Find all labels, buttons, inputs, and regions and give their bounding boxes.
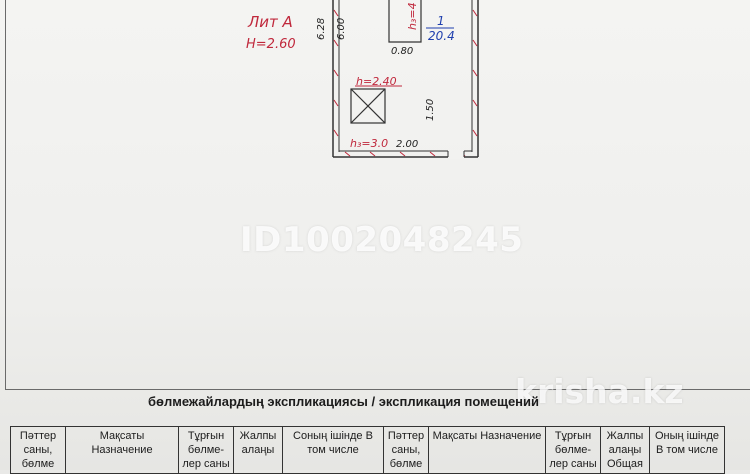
stove-symbol <box>350 88 386 124</box>
height-label: H=2.60 <box>246 37 296 52</box>
header-cell: Пәттер саны, бөлме <box>383 426 429 474</box>
floor-height-label: h₃=3.0 <box>350 137 388 150</box>
header-cell: Жалпы алаңы Общая <box>600 426 650 474</box>
dim-vertical-outer: 6.28 <box>316 18 327 40</box>
table-title: бөлмежайлардың экспликациясы / экспликац… <box>148 394 540 409</box>
top-height-label: h₃=4 <box>406 2 419 30</box>
dim-bottom: 2.00 <box>396 139 418 150</box>
inner-height-label: h=2.40 <box>356 75 397 88</box>
header-cell: Жалпы алаңы <box>233 426 283 474</box>
header-cell: Тұрғын бөлме-лер саны <box>178 426 234 474</box>
header-cell: Мақсаты Назначение <box>65 426 179 474</box>
brand-watermark: krisha.kz <box>515 372 684 411</box>
header-cell: Мақсаты Назначение <box>428 426 546 474</box>
header-cell: Соның ішінде В том числе <box>282 426 384 474</box>
room-number: 1 <box>437 14 445 28</box>
sheet-border-bottom <box>5 389 750 390</box>
table-header-row: Пәттер саны, бөлме Мақсаты Назначение Тұ… <box>10 426 725 474</box>
header-cell: Пәттер саны, бөлме <box>10 426 66 474</box>
inner-partition <box>388 0 422 43</box>
listing-id-watermark: ID1002048245 <box>240 220 524 260</box>
dim-width-top: 0.80 <box>391 46 413 57</box>
header-cell: Тұрғын бөлме-лер саны <box>545 426 601 474</box>
sheet-border-left <box>5 0 6 390</box>
dim-vertical-inner: 6.00 <box>336 18 347 40</box>
dim-side: 1.50 <box>425 99 436 121</box>
lit-label: Лит А <box>247 13 293 31</box>
header-cell: Оның ішінде В том числе <box>649 426 725 474</box>
explication-table: Пәттер саны, бөлме Мақсаты Назначение Тұ… <box>10 426 725 474</box>
room-area: 20.4 <box>428 29 455 43</box>
door-opening <box>448 150 464 159</box>
